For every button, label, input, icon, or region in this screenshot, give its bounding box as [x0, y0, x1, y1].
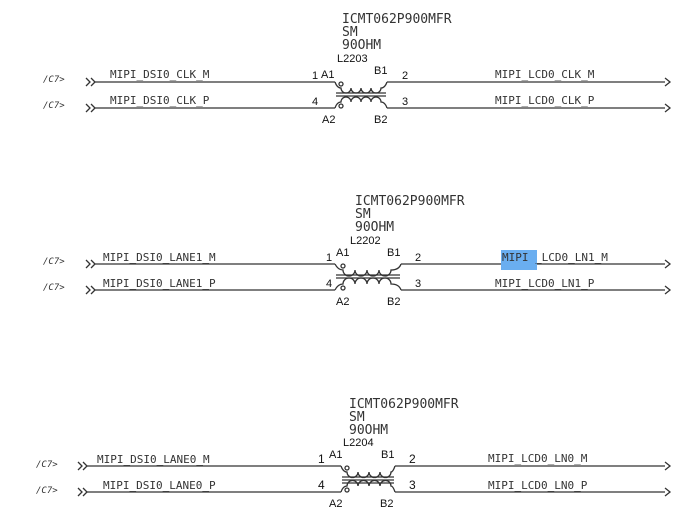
offpage-port-label: /C7>: [43, 101, 65, 111]
net-label[interactable]: MIPI_LCD0_LN0_M: [488, 452, 588, 465]
pin-number: 3: [402, 96, 408, 108]
pin-number: 4: [326, 278, 332, 290]
net-label[interactable]: MIPI_DSI0_LANE0_M: [97, 453, 210, 466]
net-label[interactable]: MIPI_LCD0_LN1_P: [495, 277, 595, 290]
pin-number: 1: [318, 452, 325, 466]
output-arrow: [664, 103, 672, 113]
choke-pin-label: B2: [380, 498, 393, 510]
pin-number: 2: [415, 252, 421, 264]
polarity-dot-icon: [338, 103, 344, 109]
net-label-selected-part[interactable]: MIPI: [502, 251, 529, 264]
pin-number: 3: [409, 478, 416, 492]
net-label[interactable]: MIPI_LCD0_CLK_M: [495, 68, 595, 81]
choke-pin-label: B1: [381, 449, 394, 461]
pin-number: 3: [415, 278, 421, 290]
polarity-dot-icon: [340, 263, 346, 269]
choke-pin-label: B1: [374, 65, 387, 77]
polarity-dot-icon: [344, 487, 350, 493]
package-label: SM: [342, 25, 358, 40]
choke-pin-label: B2: [374, 114, 387, 126]
choke-pin-label: A2: [322, 114, 335, 126]
choke-pin-label: B2: [387, 296, 400, 308]
output-arrow: [664, 285, 672, 295]
reference-designator: L2203: [337, 53, 368, 65]
output-arrow: [664, 461, 672, 471]
polarity-dot-icon: [344, 465, 350, 471]
offpage-port-label: /C7>: [43, 283, 65, 293]
offpage-connector-arrow[interactable]: [85, 77, 96, 87]
choke-pin-label: A2: [329, 498, 342, 510]
net-label[interactable]: MIPI_DSI0_CLK_P: [110, 94, 210, 107]
choke-pin-label: A1: [336, 247, 349, 259]
output-arrow: [664, 259, 672, 269]
net-label[interactable]: MIPI_DSI0_LANE0_P: [103, 479, 216, 492]
choke-pin-label: A1: [329, 449, 342, 461]
offpage-connector-arrow[interactable]: [85, 285, 96, 295]
pin-number: 4: [312, 96, 318, 108]
offpage-port-label: /C7>: [43, 257, 65, 267]
part-number-label: ICMT062P900MFR: [349, 397, 459, 412]
pin-number: 1: [312, 70, 318, 82]
output-arrow: [664, 77, 672, 87]
choke-block-l2204: ICMT062P900MFR SM 90OHM L2204 /C7> /C7> …: [36, 397, 672, 510]
offpage-connector-arrow[interactable]: [85, 103, 96, 113]
common-mode-choke-symbol[interactable]: [334, 81, 388, 109]
choke-block-l2203: ICMT062P900MFR SM 90OHM L2203 /C7> /C7> …: [43, 12, 672, 126]
offpage-port-label: /C7>: [43, 75, 65, 85]
polarity-dot-icon: [340, 285, 346, 291]
pin-number: 4: [318, 478, 325, 492]
common-mode-choke-symbol[interactable]: [334, 263, 402, 291]
package-label: SM: [355, 207, 371, 222]
net-label[interactable]: MIPI_DSI0_CLK_M: [110, 68, 210, 81]
net-label[interactable]: MIPI_LCD0_LN0_P: [488, 479, 588, 492]
package-label: SM: [349, 410, 365, 425]
offpage-connector-arrow[interactable]: [77, 461, 88, 471]
impedance-label: 90OHM: [342, 38, 381, 53]
net-label[interactable]: MIPI_DSI0_LANE1_P: [103, 277, 216, 290]
pin-number: 2: [402, 70, 408, 82]
polarity-dot-icon: [338, 81, 344, 87]
reference-designator: L2202: [350, 235, 381, 247]
net-label[interactable]: MIPI_LCD0_CLK_P: [495, 94, 595, 107]
choke-block-l2202: ICMT062P900MFR SM 90OHM L2202 /C7> /C7> …: [43, 194, 672, 308]
impedance-label: 90OHM: [349, 423, 388, 438]
offpage-port-label: /C7>: [36, 460, 58, 470]
choke-pin-label: A2: [336, 296, 349, 308]
reference-designator: L2204: [343, 437, 374, 449]
choke-pin-label: A1: [321, 69, 334, 81]
part-number-label: ICMT062P900MFR: [342, 12, 452, 27]
offpage-port-label: /C7>: [36, 486, 58, 496]
impedance-label: 90OHM: [355, 220, 394, 235]
pin-number: 2: [409, 452, 416, 466]
text-selection-highlight: [501, 250, 537, 270]
choke-pin-label: B1: [387, 247, 400, 259]
pin-number: 1: [326, 252, 332, 264]
output-arrow: [664, 487, 672, 497]
offpage-connector-arrow[interactable]: [77, 487, 88, 497]
offpage-connector-arrow[interactable]: [85, 259, 96, 269]
part-number-label: ICMT062P900MFR: [355, 194, 465, 209]
common-mode-choke-symbol[interactable]: [340, 465, 396, 493]
net-label[interactable]: _LCD0_LN1_M: [535, 251, 608, 264]
net-label[interactable]: MIPI_DSI0_LANE1_M: [103, 251, 216, 264]
